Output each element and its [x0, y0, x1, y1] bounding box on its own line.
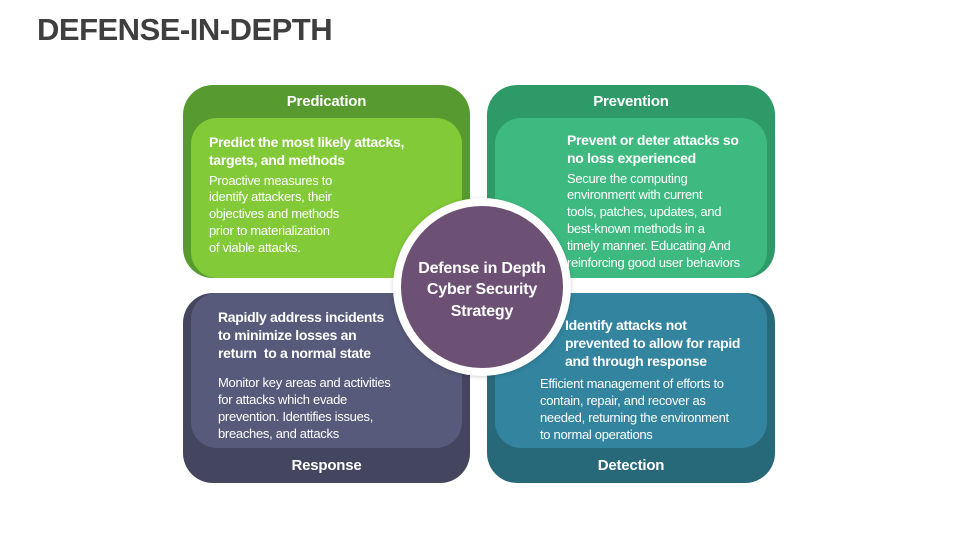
quadrant-predication-body-panel: Predict the most likely attacks, targets…	[191, 118, 462, 278]
quadrant-response-label: Response	[291, 457, 362, 474]
quadrant-response: Rapidly address incidents to minimize lo…	[183, 293, 470, 483]
quadrant-predication-description: Proactive measures to identify attackers…	[209, 172, 339, 256]
quadrant-detection-heading: Identify attacks not prevented to allow …	[565, 317, 741, 369]
quadrant-detection-label: Detection	[597, 457, 665, 474]
quadrant-predication: Predication Predict the most likely atta…	[183, 85, 470, 278]
quadrant-response-description: Monitor key areas and activities for att…	[218, 375, 391, 441]
quadrant-response-heading: Rapidly address incidents to minimize lo…	[218, 309, 384, 361]
center-strategy-label: Defense in Depth Cyber Security Strategy	[418, 259, 546, 320]
quadrant-detection-description: Efficient management of efforts to conta…	[540, 376, 729, 442]
quadrant-prevention-heading: Prevent or deter attacks so no loss expe…	[567, 132, 739, 166]
center-strategy-circle: Defense in Depth Cyber Security Strategy	[393, 198, 571, 376]
quadrant-prevention-description: Secure the computing environment with cu…	[567, 170, 740, 270]
quadrant-predication-heading: Predict the most likely attacks, targets…	[209, 134, 405, 168]
quadrant-prevention-label: Prevention	[593, 93, 669, 110]
page-title: DEFENSE-IN-DEPTH	[37, 12, 333, 47]
quadrant-predication-label: Predication	[286, 93, 367, 110]
